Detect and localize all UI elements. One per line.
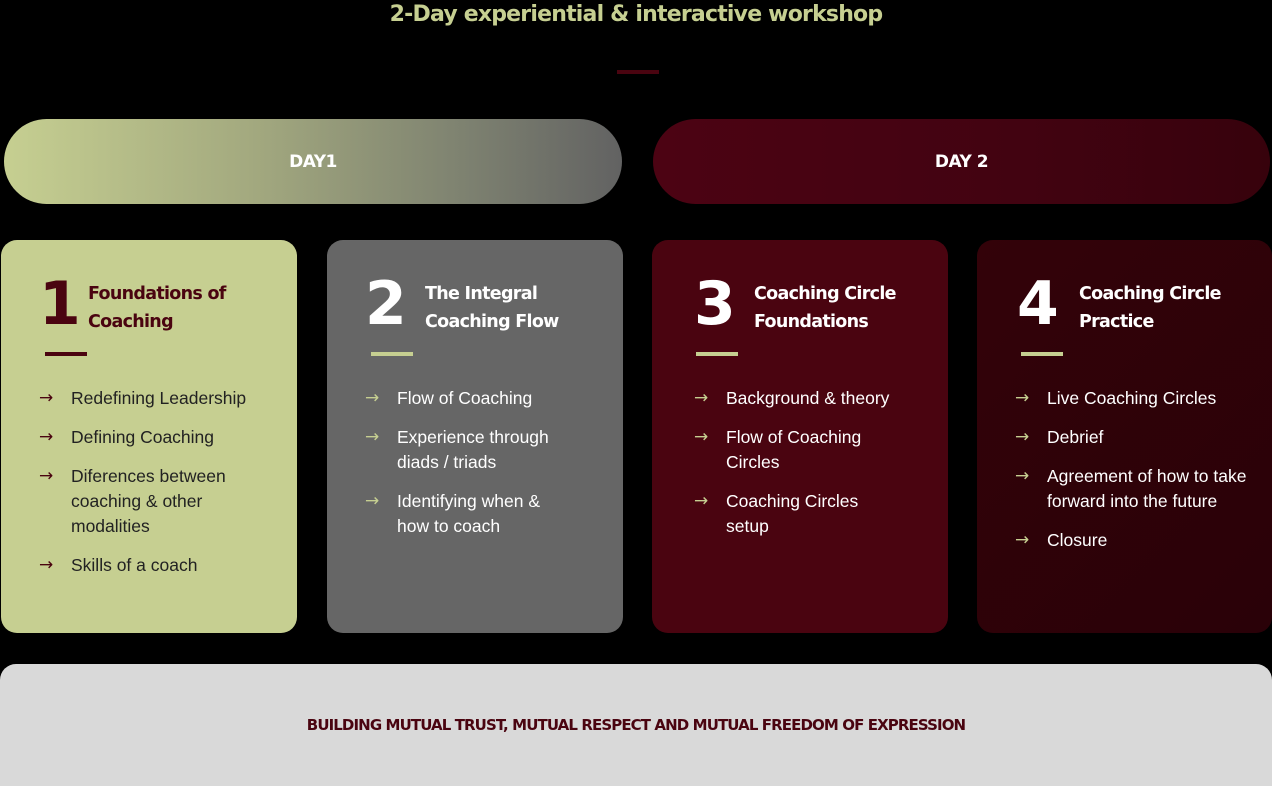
module-item-list: → Background & theory → Flow of Coaching C… [694,386,944,553]
module-item-list: → Flow of Coaching → Experience through di… [365,386,615,553]
list-item-text: Closure [1047,530,1108,550]
module-number: 2 [365,269,407,339]
module-divider [371,352,413,356]
title-divider [617,70,659,74]
module-title: Foundations of Coaching [88,284,226,332]
list-item: → Agreement of how to take forward into t… [1015,464,1265,514]
list-item-text: Flow of Coaching Circles [726,427,862,472]
arrow-right-icon: → [39,388,54,408]
list-item: → Skills of a coach [39,553,289,578]
workshop-title: 2-Day experiential & interactive worksho… [389,2,883,27]
day-2-label: DAY 2 [934,151,989,172]
list-item: → Closure [1015,528,1265,553]
list-item-text: Debrief [1047,427,1104,447]
list-item: → Diferences between coaching & other mod… [39,464,289,539]
module-card-1: 1 Foundations of Coaching → Redefining Le… [1,240,297,633]
list-item: → Redefining Leadership [39,386,289,411]
module-card-4: 4 Coaching Circle Practice → Live Coachin… [977,240,1272,633]
list-item: → Flow of Coaching [365,386,615,411]
module-item-list: → Redefining Leadership → Defining Coachin… [39,386,289,592]
arrow-right-icon: → [1015,466,1030,486]
day-1-label: DAY1 [289,151,337,172]
list-item: → Defining Coaching [39,425,289,450]
arrow-right-icon: → [694,427,709,447]
list-item: → Identifying when & how to coach [365,489,615,539]
footer-tagline: BUILDING MUTUAL TRUST, MUTUAL RESPECT AN… [306,716,966,734]
module-title: Coaching Circle Foundations [754,284,896,332]
list-item-text: Redefining Leadership [71,388,247,408]
list-item-text: Coaching Circles setup [726,491,859,536]
arrow-right-icon: → [39,555,54,575]
arrow-right-icon: → [1015,530,1030,550]
list-item: → Debrief [1015,425,1265,450]
day-2-banner: DAY 2 [653,119,1270,204]
module-divider [1021,352,1063,356]
list-item: → Live Coaching Circles [1015,386,1265,411]
list-item-text: Background & theory [726,388,890,408]
module-divider [696,352,738,356]
arrow-right-icon: → [39,427,54,447]
footer-banner: BUILDING MUTUAL TRUST, MUTUAL RESPECT AN… [0,664,1272,786]
module-title: Coaching Circle Practice [1079,284,1221,332]
list-item-text: Flow of Coaching [397,388,533,408]
arrow-right-icon: → [1015,427,1030,447]
module-number: 3 [694,269,736,339]
module-number: 4 [1017,269,1059,339]
arrow-right-icon: → [365,427,380,447]
day-1-banner: DAY1 [4,119,622,204]
list-item-text: Skills of a coach [71,555,198,575]
list-item-text: Agreement of how to take forward into th… [1047,466,1247,511]
list-item: → Coaching Circles setup [694,489,944,539]
arrow-right-icon: → [694,491,709,511]
module-card-3: 3 Coaching Circle Foundations → Backgroun… [652,240,948,633]
arrow-right-icon: → [365,388,380,408]
arrow-right-icon: → [694,388,709,408]
list-item-text: Live Coaching Circles [1047,388,1217,408]
list-item: → Flow of Coaching Circles [694,425,944,475]
list-item: → Experience through diads / triads [365,425,615,475]
list-item-text: Experience through diads / triads [397,427,549,472]
list-item: → Background & theory [694,386,944,411]
module-item-list: → Live Coaching Circles → Debrief → Agreeme… [1015,386,1265,567]
module-title: The Integral Coaching Flow [425,284,559,332]
list-item-text: Defining Coaching [71,427,215,447]
list-item-text: Diferences between coaching & other moda… [71,466,226,536]
module-divider [45,352,87,356]
arrow-right-icon: → [1015,388,1030,408]
module-card-2: 2 The Integral Coaching Flow → Flow of Co… [327,240,623,633]
arrow-right-icon: → [39,466,54,486]
arrow-right-icon: → [365,491,380,511]
list-item-text: Identifying when & how to coach [397,491,541,536]
module-number: 1 [39,269,81,339]
